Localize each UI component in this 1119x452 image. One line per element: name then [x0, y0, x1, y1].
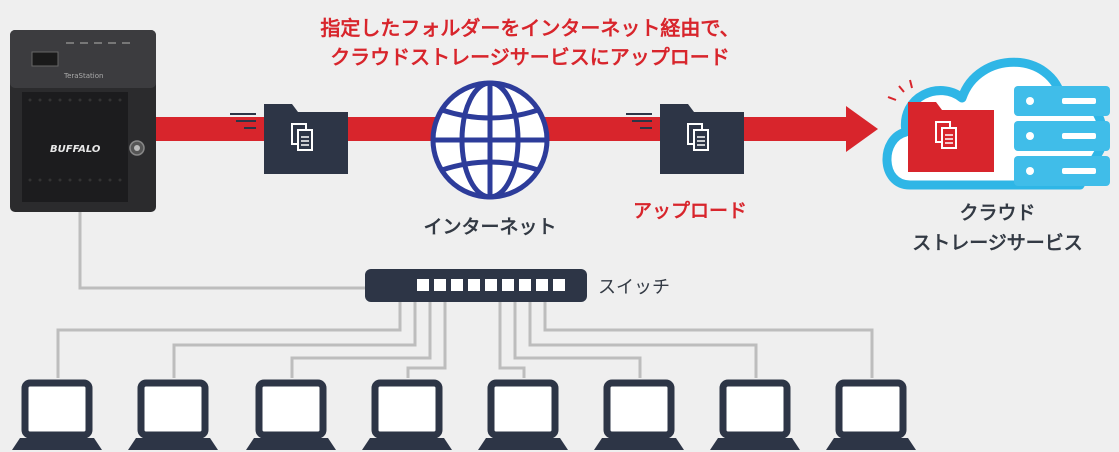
laptop-icon	[826, 379, 916, 450]
cloud-label-line-1: クラウド	[959, 202, 1036, 224]
nas-model-text: TeraStation	[63, 72, 103, 80]
server-stack-icon	[1014, 86, 1110, 186]
upload-arrow-head	[846, 106, 878, 152]
laptop-icon	[594, 379, 684, 450]
diagram-heading: 指定したフォルダーをインターネット経由で、 クラウドストレージサービスにアップロ…	[250, 14, 810, 72]
upload-label: アップロード	[632, 200, 747, 222]
switch-label: スイッチ	[598, 277, 670, 298]
laptop-icon	[12, 379, 102, 450]
switch-cables	[56, 302, 874, 378]
laptop-icon	[362, 379, 452, 450]
globe-icon	[430, 80, 550, 200]
nas-brand-text: BUFFALO	[50, 144, 101, 155]
laptop-icon	[246, 379, 336, 450]
cloud-storage-label: クラウド ストレージサービス	[885, 198, 1110, 258]
nas-device: TeraStation BUFFALO	[10, 30, 156, 212]
cloud-label-line-2: ストレージサービス	[912, 232, 1083, 254]
document-folder-icon	[626, 104, 744, 174]
document-folder-icon	[887, 79, 994, 172]
heading-line-2: クラウドストレージサービスにアップロード	[330, 45, 730, 69]
document-folder-icon	[230, 104, 348, 174]
nas-cable	[78, 212, 368, 290]
laptop-icon	[128, 379, 218, 450]
laptop-icon	[710, 379, 800, 450]
heading-line-1: 指定したフォルダーをインターネット経由で、	[320, 16, 740, 40]
internet-label: インターネット	[423, 216, 557, 238]
network-switch-icon	[365, 269, 587, 302]
laptop-icon	[478, 379, 568, 450]
